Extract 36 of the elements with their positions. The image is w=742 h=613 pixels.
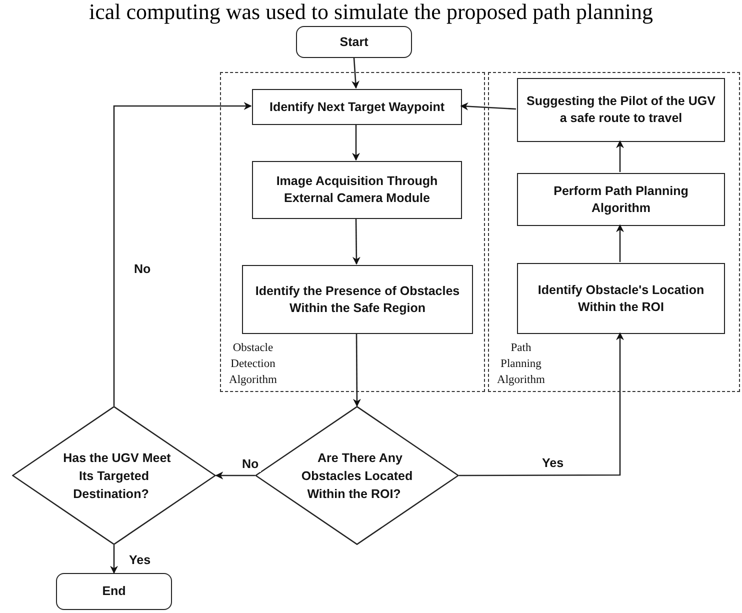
node-text: Start <box>338 34 370 50</box>
arrow <box>459 332 624 476</box>
node-text: Suggesting the Pilot of the UGV a safe route to travel <box>526 93 716 127</box>
dashed-group-frame <box>220 72 485 392</box>
node-text: Has the UGV Meet Its Targeted Destination? <box>62 450 171 500</box>
decision-diamond <box>12 406 216 545</box>
terminal-box <box>56 573 172 610</box>
arrow <box>110 545 118 574</box>
process-box <box>242 265 473 334</box>
process-box <box>252 89 462 125</box>
group-label: Path Planning Algorithm <box>496 341 546 388</box>
arrow <box>616 224 624 262</box>
arrow <box>616 140 624 172</box>
process-box <box>517 173 725 226</box>
arrow <box>352 333 361 407</box>
edge-label: No <box>240 457 261 472</box>
dashed-group-frame <box>488 72 740 392</box>
node-text: Identify Obstacle's Location Within the ROI <box>536 282 706 316</box>
arrow <box>215 472 255 480</box>
caption-fragment: ical computing was used to simulate the proposed path planning <box>88 0 654 24</box>
arrow <box>352 218 360 265</box>
process-box <box>252 161 462 219</box>
node-text: Identify Next Target Waypoint <box>268 98 446 116</box>
node-text: Identify the Presence of Obstacles Within the Safe Region <box>254 282 461 316</box>
terminal-box <box>296 26 412 58</box>
arrow <box>460 102 516 110</box>
group-label: Obstacle Detection Algorithm <box>228 341 278 388</box>
arrow <box>352 124 360 161</box>
arrow <box>113 102 252 406</box>
process-box <box>517 263 725 334</box>
node-text: Are There Any Obstacles Located Within the ROI? <box>301 450 413 500</box>
node-text: Image Acquisition Through External Camera Module <box>275 173 439 207</box>
node-text: Perform Path Planning Algorithm <box>552 182 690 216</box>
process-box <box>517 78 725 142</box>
node-text: End <box>101 583 127 600</box>
arrow <box>352 58 360 89</box>
